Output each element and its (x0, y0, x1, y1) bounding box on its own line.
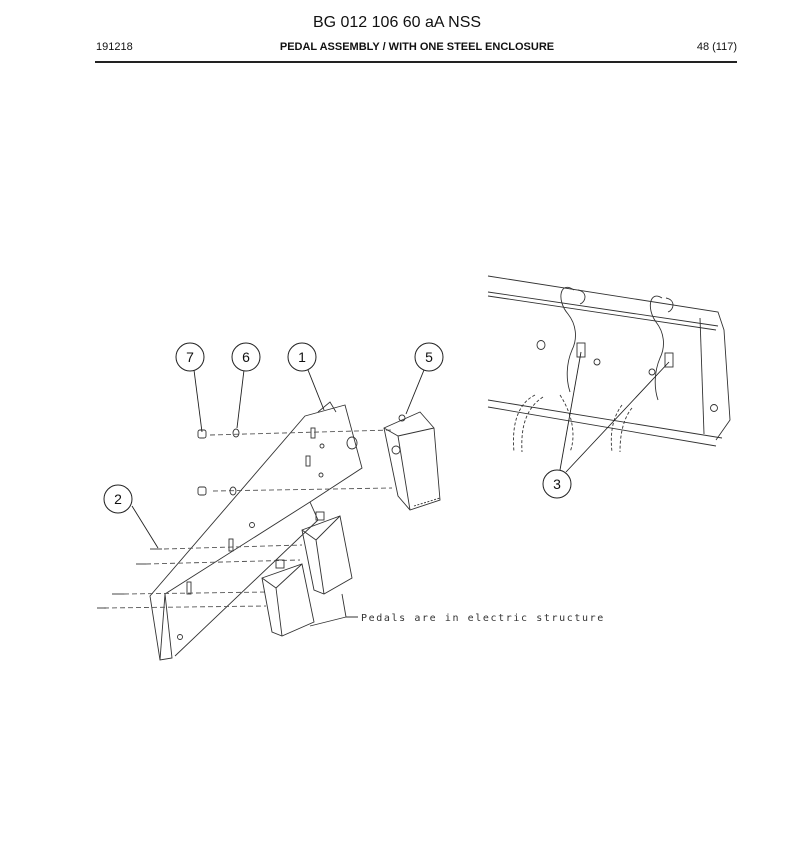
callout-leaders (131, 351, 670, 549)
enclosure-box (383, 411, 441, 511)
document-subtitle: PEDAL ASSEMBLY / WITH ONE STEEL ENCLOSUR… (279, 41, 555, 53)
svg-text:2: 2 (114, 491, 122, 507)
callout-1: 1 (287, 342, 317, 372)
note-leader (309, 593, 358, 627)
svg-text:6: 6 (242, 349, 250, 365)
callout-5: 5 (414, 342, 444, 372)
rail-detail (487, 275, 731, 453)
callout-2: 2 (103, 484, 133, 514)
header-rule (95, 61, 737, 63)
callout-6: 6 (231, 342, 261, 372)
assembly-lines (103, 429, 393, 609)
document-title: BG 012 106 60 aA NSS (312, 14, 482, 31)
svg-text:1: 1 (298, 349, 306, 365)
document-code: 191218 (96, 41, 133, 53)
svg-text:7: 7 (186, 349, 194, 365)
callout-3: 3 (542, 469, 572, 499)
svg-text:3: 3 (553, 476, 561, 492)
mounting-plate (149, 401, 363, 661)
pedal-units (261, 511, 353, 637)
callout-7: 7 (175, 342, 205, 372)
fasteners (97, 428, 358, 609)
svg-text:5: 5 (425, 349, 433, 365)
pedal-note: Pedals are in electric structure (361, 613, 605, 624)
page-number: 48 (117) (696, 41, 737, 53)
